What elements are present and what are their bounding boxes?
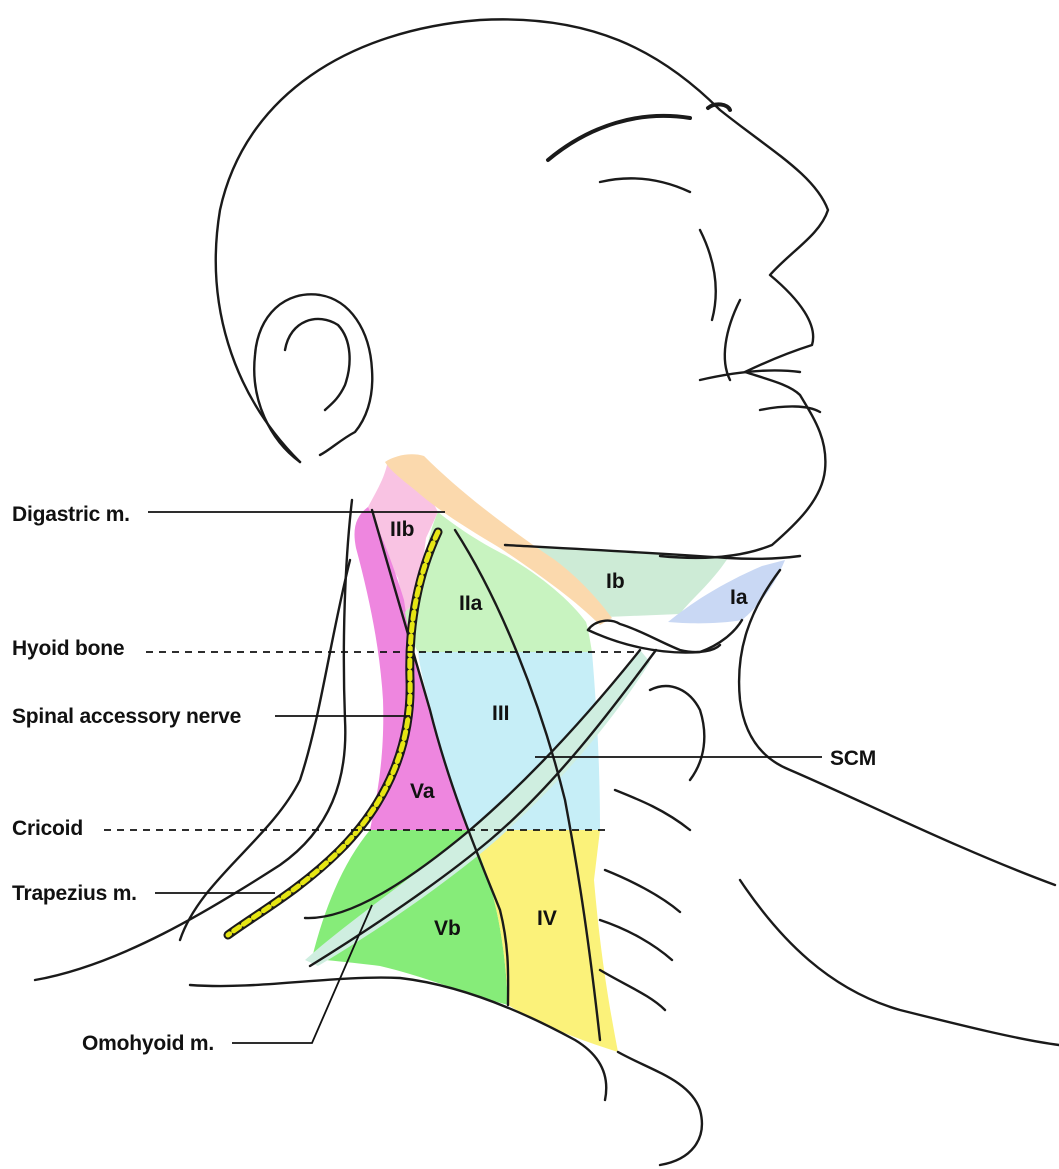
hyoid-label: Hyoid bone — [12, 637, 124, 660]
eyebrow — [548, 116, 690, 160]
scm-label: SCM — [830, 747, 876, 770]
mouth-line — [700, 370, 800, 380]
chest-right-outline — [740, 880, 1059, 1045]
level-iib-label: IIb — [390, 518, 415, 541]
cheek-line — [700, 230, 716, 320]
level-iv-label: IV — [537, 907, 557, 930]
thyroid-cartilage-outline — [650, 686, 704, 780]
trachea-outline-4 — [600, 970, 665, 1010]
nasolabial-fold — [725, 300, 740, 380]
omohyoid-label: Omohyoid m. — [82, 1032, 214, 1055]
ear-inner-outline — [285, 319, 350, 410]
level-vb-label: Vb — [434, 917, 461, 940]
level-ia-label: Ia — [730, 586, 748, 609]
spinal-accessory-label: Spinal accessory nerve — [12, 705, 241, 728]
cricoid-label: Cricoid — [12, 817, 83, 840]
level-ib-label: Ib — [606, 570, 625, 593]
trachea-outline-2 — [605, 870, 680, 912]
front-of-neck-outline — [739, 570, 1055, 885]
eye-closed — [600, 178, 690, 192]
jaw-under-line — [588, 620, 742, 653]
level-iia-label: IIa — [459, 592, 483, 615]
level-va-label: Va — [410, 780, 435, 803]
lower-lip — [760, 406, 820, 412]
trapezius-label: Trapezius m. — [12, 882, 137, 905]
trachea-outline-3 — [600, 920, 672, 960]
shoulder-inner-line — [180, 560, 350, 940]
back-of-neck-outline — [35, 500, 352, 980]
hyoid-bone-shape — [588, 621, 720, 652]
sternum-outline — [618, 1052, 702, 1165]
head-outline — [216, 19, 828, 557]
level-iii-label: III — [492, 702, 510, 725]
trachea-outline-1 — [615, 790, 690, 830]
digastric-label: Digastric m. — [12, 503, 130, 526]
